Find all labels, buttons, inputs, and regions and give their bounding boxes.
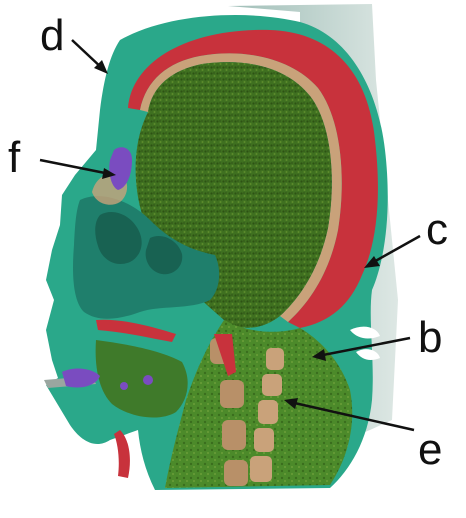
label-b: b bbox=[418, 313, 442, 362]
label-d: d bbox=[40, 11, 64, 60]
label-e: e bbox=[418, 425, 442, 474]
purple-spot-1 bbox=[143, 375, 153, 385]
purple-spot-2 bbox=[120, 382, 128, 390]
label-c: c bbox=[426, 205, 448, 254]
label-f: f bbox=[8, 133, 21, 182]
pharynx-red bbox=[114, 430, 130, 478]
